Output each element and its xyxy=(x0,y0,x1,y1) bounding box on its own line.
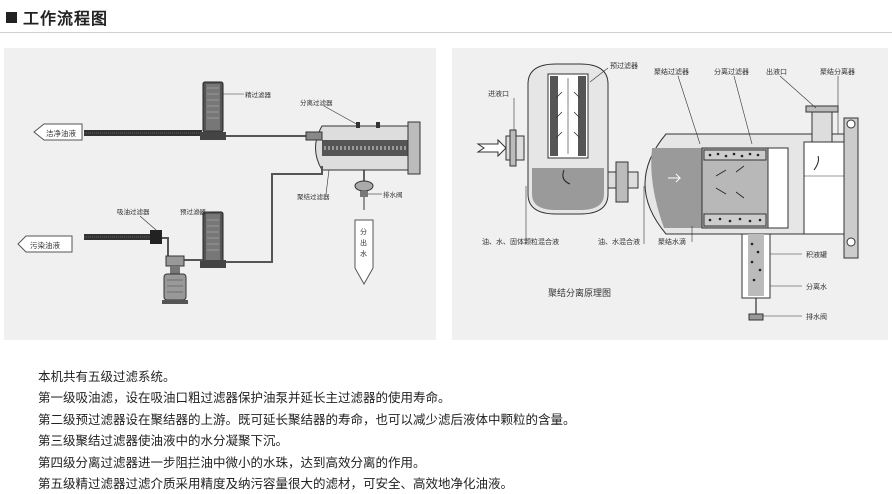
mix-in-label: 油、水、固体颗粒混合液 xyxy=(482,237,559,246)
pre-filter-vessel: 预过滤器 xyxy=(527,61,638,215)
sep-filter-label: 分离过滤器 xyxy=(300,98,333,107)
description-block: 本机共有五级过滤系统。 第一级吸油滤，设在吸油口粗过滤器保护油泵并延长主过滤器的… xyxy=(38,366,576,494)
principle-diagram-panel: 进液口 预过滤器 xyxy=(452,48,888,340)
description-line: 第四级分离过滤器进一步阻拦油中微小的水珠，达到高效分离的作用。 xyxy=(38,454,426,470)
water-tank-label: 积液罐 xyxy=(806,250,827,259)
sep-water-label: 分离水 xyxy=(806,282,827,291)
coal-filter-label: 聚结过滤器 xyxy=(297,192,330,201)
inlet-arrow xyxy=(476,138,507,158)
dirty-oil-arrow: 污染油液 xyxy=(17,235,73,253)
dirty-oil-label: 污染油液 xyxy=(30,240,60,250)
bottom-hose xyxy=(84,234,152,240)
separator-label: 聚结分离器 xyxy=(820,67,855,76)
top-hose xyxy=(84,130,202,136)
coarse-filter: 吸油过滤器 xyxy=(117,207,162,244)
separated-water-label-3: 水 xyxy=(360,249,367,258)
separator-body xyxy=(644,133,845,235)
drain-valve: 排水阀 xyxy=(354,170,403,210)
coal-filter-label: 聚结过滤器 xyxy=(654,67,689,76)
separated-water-arrow: 分 出 水 xyxy=(354,219,374,286)
outlet-label: 出液口 xyxy=(766,67,787,76)
pre-filter: 预过滤器 xyxy=(180,207,226,268)
description-line: 第一级吸油滤，设在吸油口粗过滤器保护油泵并延长主过滤器的使用寿命。 xyxy=(38,390,451,406)
fine-filter: 精过滤器 xyxy=(200,81,272,140)
inlet-label: 进液口 xyxy=(488,89,509,98)
description-line: 第二级预过滤器设在聚结器的上游。既可延长聚结器的寿命，也可以减少滤后液体中颗粒的… xyxy=(38,411,576,427)
mix-oil-water-label: 油、水混合液 xyxy=(598,237,640,246)
header-square-icon xyxy=(6,11,17,23)
page-title: 工作流程图 xyxy=(23,9,109,28)
pre-filter-label: 预过滤器 xyxy=(610,61,638,70)
separated-water-label-2: 出 xyxy=(360,238,367,247)
separator-vessel: 分离过滤器 聚结过滤器 xyxy=(297,98,421,201)
drain-valve-label: 排水阀 xyxy=(806,312,827,321)
principle-diagram: 进液口 预过滤器 xyxy=(476,61,859,321)
sep-filter-label: 分离过滤器 xyxy=(714,67,749,76)
clean-oil-arrow: 洁净油液 xyxy=(33,123,83,141)
coal-water-label: 聚结水滴 xyxy=(658,237,686,246)
water-tank: 积液罐 分离水 排水阀 xyxy=(741,233,827,321)
header-divider xyxy=(0,32,892,33)
description-line: 本机共有五级过滤系统。 xyxy=(38,369,176,384)
workflow-diagram: 洁净油液 精过滤器 分离过滤器 聚结过滤器 xyxy=(17,81,421,304)
drain-valve-label: 排水阀 xyxy=(383,190,403,199)
fine-filter-label: 精过滤器 xyxy=(245,90,272,99)
description-line: 第三级聚结过滤器使油液中的水分凝聚下沉。 xyxy=(38,433,289,449)
pre-filter-label: 预过滤器 xyxy=(180,207,207,216)
coarse-filter-label: 吸油过滤器 xyxy=(117,207,150,216)
description-line: 第五级精过滤器过滤介质采用精度及纳污容量很大的滤材，可安全、高效地净化油液。 xyxy=(38,476,514,492)
pump-motor xyxy=(162,255,188,304)
separated-water-label-1: 分 xyxy=(360,227,367,236)
workflow-diagram-panel: 洁净油液 精过滤器 分离过滤器 聚结过滤器 xyxy=(4,48,436,340)
clean-oil-label: 洁净油液 xyxy=(46,128,76,138)
section-header: 工作流程图 xyxy=(6,6,108,28)
principle-caption: 聚结分离原理图 xyxy=(548,287,611,299)
